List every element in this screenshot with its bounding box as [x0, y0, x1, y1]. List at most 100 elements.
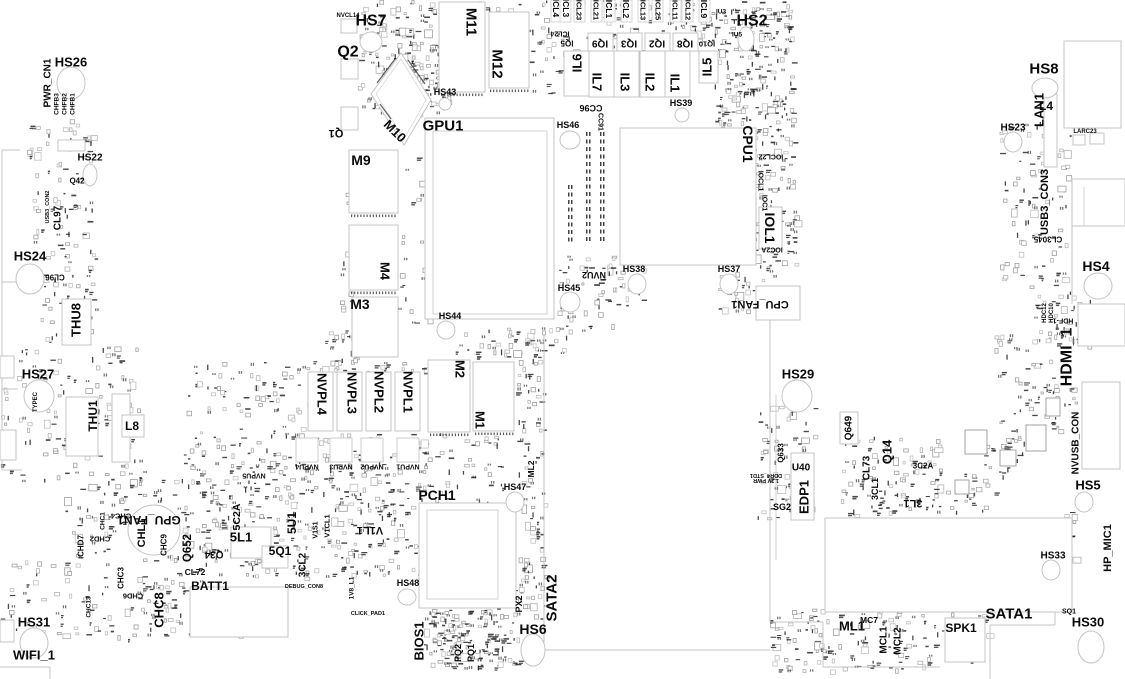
svg-text:IL5: IL5 — [700, 58, 715, 77]
svg-text:MCL2: MCL2 — [893, 627, 904, 655]
svg-text:IU3: IU3 — [716, 9, 727, 16]
svg-text:3L1: 3L1 — [904, 497, 923, 509]
svg-text:Q1: Q1 — [329, 127, 344, 139]
svg-text:HS44: HS44 — [439, 311, 462, 321]
svg-text:NVU2: NVU2 — [582, 270, 606, 280]
svg-text:3C2A: 3C2A — [913, 462, 934, 471]
svg-text:IL3: IL3 — [618, 73, 633, 92]
svg-text:ICL23: ICL23 — [575, 0, 584, 20]
svg-text:ICL24: ICL24 — [550, 30, 569, 37]
svg-text:M11: M11 — [463, 8, 480, 36]
svg-text:CL96: CL96 — [45, 273, 65, 282]
svg-text:IL6: IL6 — [570, 54, 585, 73]
svg-text:HS27: HS27 — [22, 367, 55, 382]
svg-text:Q14: Q14 — [880, 439, 895, 464]
svg-text:L4: L4 — [1039, 99, 1053, 113]
svg-text:DEBUG_CON8: DEBUG_CON8 — [285, 584, 323, 590]
svg-text:ICL13: ICL13 — [639, 0, 648, 20]
svg-text:TYPEC: TYPEC — [33, 391, 39, 412]
svg-text:ICL3: ICL3 — [561, 0, 571, 17]
svg-text:ICL4: ICL4 — [551, 0, 561, 17]
svg-text:WIFI_1: WIFI_1 — [13, 648, 55, 663]
svg-text:HS22: HS22 — [77, 153, 102, 164]
svg-text:IOC2A: IOC2A — [761, 246, 782, 253]
svg-text:V1L1: V1L1 — [357, 524, 383, 536]
svg-text:IOL1: IOL1 — [762, 212, 778, 243]
svg-text:CHC13: CHC13 — [86, 596, 93, 618]
svg-text:M9: M9 — [351, 152, 371, 168]
svg-text:ML1: ML1 — [839, 619, 865, 634]
svg-text:LARC23: LARC23 — [1073, 129, 1097, 135]
svg-text:SG2: SG2 — [773, 502, 791, 512]
svg-text:HS47: HS47 — [504, 482, 527, 492]
svg-text:CHL1: CHL1 — [136, 519, 148, 548]
svg-text:CHFB1: CHFB1 — [70, 93, 77, 115]
svg-text:IQ3: IQ3 — [621, 38, 638, 49]
svg-text:LAN1: LAN1 — [1032, 93, 1047, 127]
svg-text:NVPL4: NVPL4 — [315, 373, 330, 416]
svg-text:1.2V PWR: 1.2V PWR — [753, 477, 779, 483]
svg-text:NVCL14: NVCL14 — [336, 13, 360, 19]
svg-text:SATA2: SATA2 — [544, 575, 561, 622]
svg-text:Q2: Q2 — [337, 44, 358, 61]
svg-text:CC91: CC91 — [597, 113, 604, 131]
svg-text:CLICK_PAD1: CLICK_PAD1 — [351, 611, 385, 617]
svg-text:HS31: HS31 — [18, 615, 51, 630]
svg-text:M4: M4 — [378, 262, 393, 281]
svg-text:HDC10: HDC10 — [1049, 303, 1055, 323]
svg-text:USB3_CON3: USB3_CON3 — [1039, 169, 1051, 235]
svg-text:ICL25: ICL25 — [654, 0, 663, 20]
svg-text:THU8: THU8 — [69, 303, 84, 337]
svg-text:SPK1: SPK1 — [945, 621, 977, 635]
svg-text:Q633: Q633 — [777, 443, 786, 463]
svg-text:M12: M12 — [489, 49, 506, 78]
svg-text:IQ8: IQ8 — [677, 38, 694, 49]
svg-text:NVPL1: NVPL1 — [401, 371, 416, 413]
svg-text:IU5: IU5 — [732, 32, 743, 39]
svg-text:CPU1: CPU1 — [740, 125, 756, 163]
svg-text:ML2: ML2 — [526, 460, 536, 477]
svg-text:5C2A: 5C2A — [231, 503, 243, 530]
svg-text:MCL1: MCL1 — [879, 626, 890, 654]
svg-text:NVPU3: NVPU3 — [329, 463, 352, 470]
svg-text:HS8: HS8 — [1029, 61, 1058, 78]
svg-text:U40: U40 — [792, 463, 811, 474]
svg-text:ICL11: ICL11 — [671, 0, 680, 20]
svg-text:HS38: HS38 — [623, 264, 646, 274]
svg-text:HS6: HS6 — [519, 621, 546, 637]
svg-text:M1: M1 — [473, 411, 488, 429]
svg-text:ICL21: ICL21 — [592, 0, 601, 20]
svg-text:IQ9: IQ9 — [592, 38, 609, 49]
svg-text:HP_MIC1: HP_MIC1 — [1102, 524, 1114, 572]
svg-text:CL3045: CL3045 — [1033, 235, 1062, 244]
svg-text:CHC8: CHC8 — [152, 592, 167, 627]
svg-text:HS45: HS45 — [558, 283, 581, 293]
svg-text:HS46: HS46 — [557, 120, 580, 130]
svg-text:PCH1: PCH1 — [418, 487, 456, 503]
svg-text:CL72: CL72 — [185, 567, 206, 577]
svg-text:Q34: Q34 — [204, 549, 223, 560]
svg-text:PX2: PX2 — [514, 595, 524, 612]
svg-text:CL73: CL73 — [862, 455, 873, 480]
svg-text:CHC1: CHC1 — [100, 512, 107, 530]
svg-text:Q42: Q42 — [69, 177, 85, 186]
svg-text:IOCL22: IOCL22 — [759, 153, 784, 160]
svg-text:M2: M2 — [453, 360, 468, 378]
svg-text:Q652: Q652 — [182, 534, 194, 562]
svg-text:IOC1: IOC1 — [761, 195, 768, 211]
svg-text:HS23: HS23 — [1000, 123, 1025, 134]
svg-text:NVPU4: NVPU4 — [295, 463, 318, 470]
svg-text:CPU_FAN1: CPU_FAN1 — [731, 298, 788, 310]
svg-text:HS33: HS33 — [1040, 551, 1065, 562]
svg-text:V1CL1: V1CL1 — [323, 514, 332, 537]
svg-text:IL1: IL1 — [668, 74, 683, 93]
svg-text:GPU1: GPU1 — [423, 118, 464, 135]
svg-text:L8: L8 — [125, 419, 139, 433]
svg-text:IQ2: IQ2 — [649, 38, 666, 49]
svg-text:HS43: HS43 — [434, 87, 457, 97]
svg-text:NVPL3: NVPL3 — [345, 372, 360, 414]
svg-text:HS37: HS37 — [718, 264, 741, 274]
svg-text:CL97: CL97 — [53, 205, 64, 230]
svg-text:3CL2: 3CL2 — [298, 552, 309, 577]
svg-text:HS30: HS30 — [1072, 615, 1105, 630]
